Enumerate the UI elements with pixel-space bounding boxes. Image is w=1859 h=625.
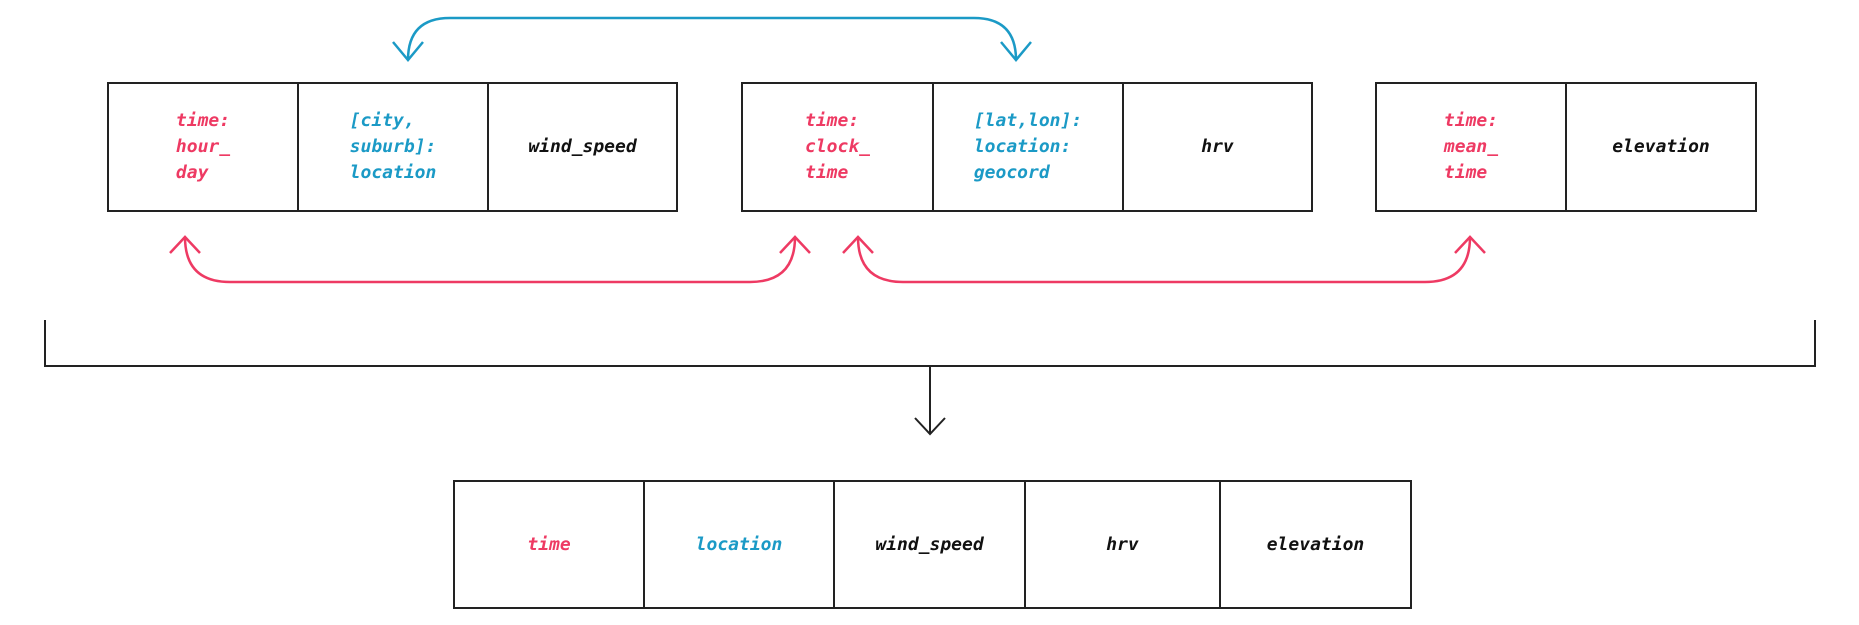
table-cell: elevation bbox=[1266, 533, 1365, 555]
table-cell: [city, suburb]: location bbox=[299, 84, 489, 210]
table-cell: time: hour_ day bbox=[109, 84, 299, 210]
table-cell: location bbox=[645, 482, 835, 607]
input-table-3: time: mean_ time elevation bbox=[1375, 82, 1757, 212]
time-arrowhead-2b bbox=[1454, 235, 1486, 254]
table-cell: hrv bbox=[1026, 482, 1221, 607]
table-cell: time: clock_ time bbox=[743, 84, 934, 210]
table-cell: hrv bbox=[1201, 136, 1234, 157]
table-cell: time: mean_ time bbox=[1377, 84, 1567, 210]
output-table: time location wind_speed hrv elevation bbox=[453, 480, 1412, 609]
location-arrowhead-right bbox=[1000, 41, 1032, 62]
merge-arrowhead bbox=[914, 417, 946, 436]
table-cell: elevation bbox=[1612, 136, 1710, 157]
table-cell: time bbox=[455, 482, 645, 607]
merge-bracket bbox=[44, 320, 1816, 367]
location-link-arrow bbox=[406, 16, 1018, 61]
table-cell: [lat,lon]: location: geocord bbox=[934, 84, 1124, 210]
time-link-arrow-1 bbox=[183, 236, 797, 284]
time-arrowhead-2a bbox=[842, 235, 874, 254]
input-table-2: time: clock_ time [lat,lon]: location: g… bbox=[741, 82, 1313, 212]
location-arrowhead-left bbox=[392, 41, 424, 62]
time-arrowhead-1a bbox=[169, 235, 201, 254]
table-cell: wind_speed bbox=[835, 482, 1026, 607]
table-cell: wind_speed bbox=[528, 136, 637, 157]
time-link-arrow-2 bbox=[856, 236, 1472, 284]
time-arrowhead-1b bbox=[779, 235, 811, 254]
input-table-1: time: hour_ day [city, suburb]: location… bbox=[107, 82, 678, 212]
